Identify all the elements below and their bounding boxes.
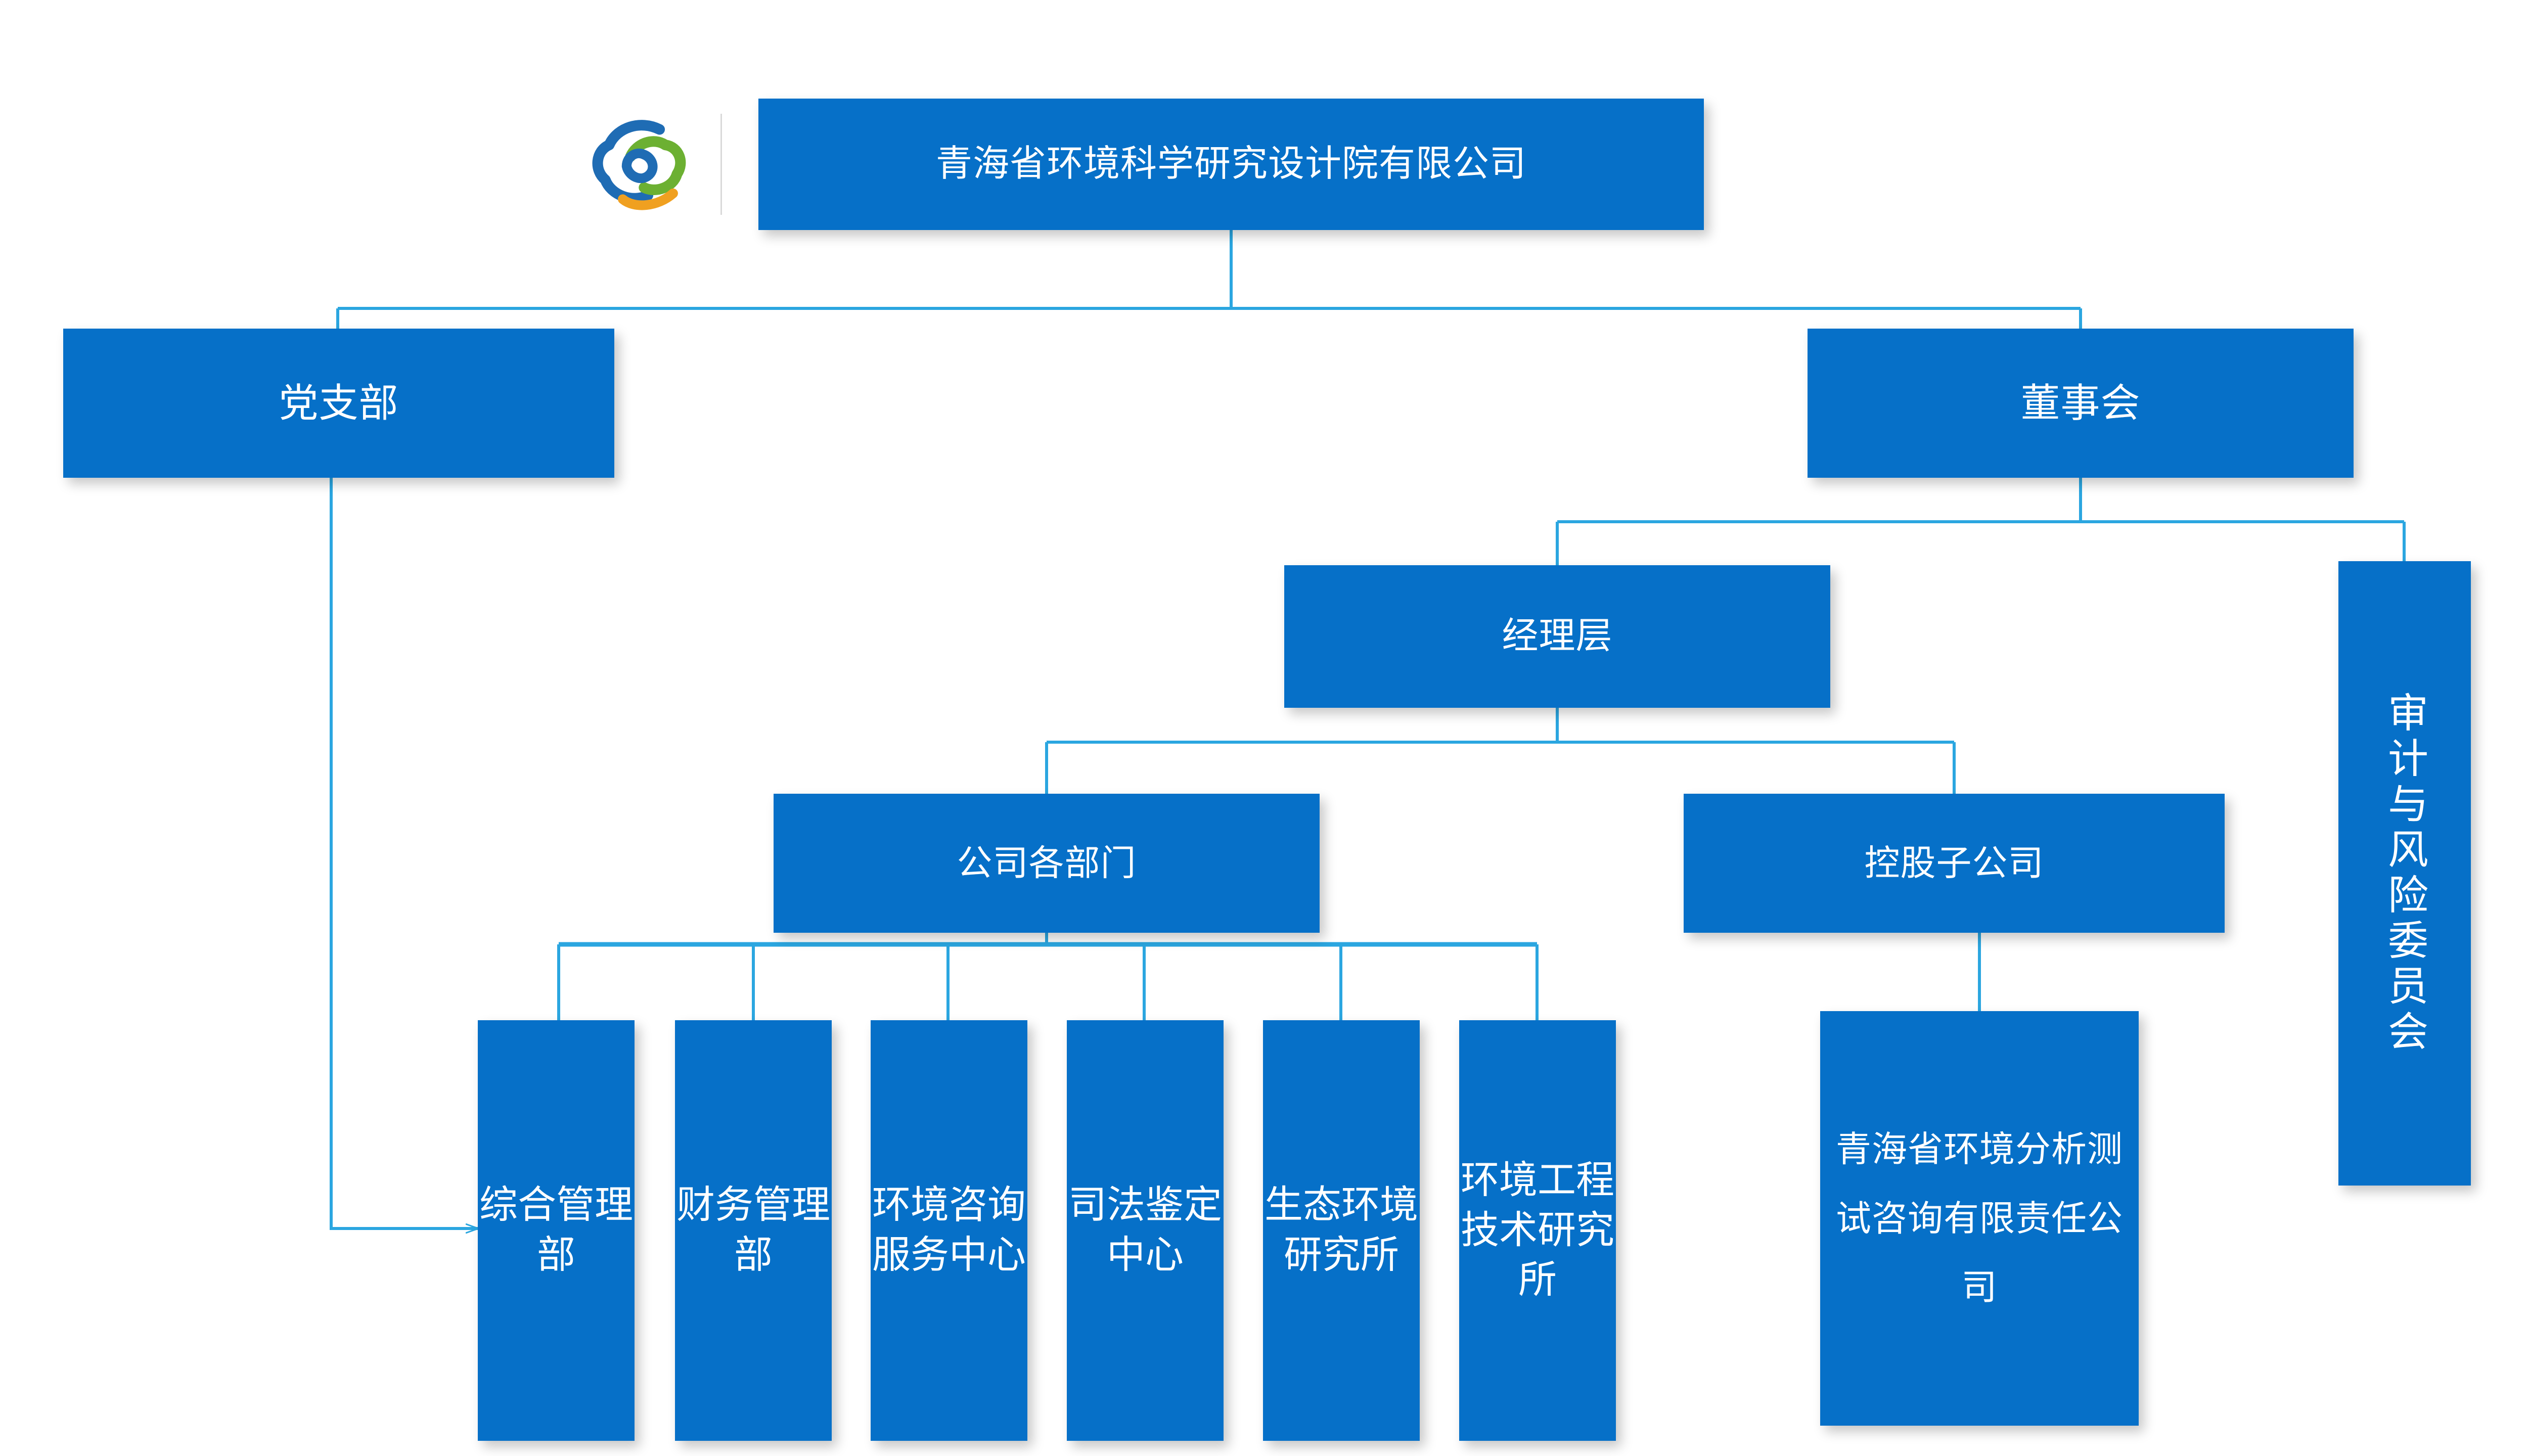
node-subsidiary-company-1[interactable]: 青海省环境分析测试咨询有限责任公司 [1820, 1011, 2139, 1426]
company-logo-icon [584, 114, 700, 215]
node-holding-subsidiary-label: 控股子公司 [1864, 843, 2044, 883]
node-company-departments[interactable]: 公司各部门 [774, 794, 1320, 933]
node-audit-risk-committee-label: 审计与风险委员会 [2382, 691, 2427, 1056]
node-department-5[interactable]: 生态环境研究所 [1263, 1020, 1420, 1441]
node-department-3-label: 环境咨询服务中心 [872, 1184, 1026, 1277]
node-party-branch-label: 党支部 [279, 381, 399, 426]
node-board-of-directors[interactable]: 董事会 [1808, 329, 2354, 478]
node-department-5-label: 生态环境研究所 [1265, 1184, 1418, 1277]
logo-divider [720, 114, 722, 215]
node-department-1-label: 综合管理部 [479, 1184, 633, 1277]
node-board-of-directors-label: 董事会 [2020, 381, 2141, 426]
node-department-4[interactable]: 司法鉴定中心 [1067, 1020, 1224, 1441]
node-audit-risk-committee[interactable]: 审计与风险委员会 [2338, 561, 2471, 1186]
node-party-branch[interactable]: 党支部 [63, 329, 614, 478]
node-department-6-label: 环境工程技术研究所 [1461, 1158, 1614, 1302]
edge-party-to-dept1 [330, 478, 478, 1228]
node-department-6[interactable]: 环境工程技术研究所 [1459, 1020, 1616, 1441]
node-department-3[interactable]: 环境咨询服务中心 [871, 1020, 1027, 1441]
node-department-4-label: 司法鉴定中心 [1068, 1184, 1222, 1277]
node-subsidiary-company-1-label: 青海省环境分析测试咨询有限责任公司 [1836, 1129, 2123, 1307]
node-department-2[interactable]: 财务管理部 [675, 1020, 832, 1441]
node-holding-subsidiary[interactable]: 控股子公司 [1684, 794, 2225, 933]
node-root-label: 青海省环境科学研究设计院有限公司 [935, 144, 1526, 185]
node-management-layer[interactable]: 经理层 [1284, 565, 1830, 708]
node-company-departments-label: 公司各部门 [957, 843, 1137, 883]
node-department-2-label: 财务管理部 [676, 1184, 830, 1277]
node-management-layer-label: 经理层 [1502, 616, 1613, 657]
node-department-1[interactable]: 综合管理部 [478, 1020, 635, 1441]
node-root[interactable]: 青海省环境科学研究设计院有限公司 [758, 99, 1704, 230]
